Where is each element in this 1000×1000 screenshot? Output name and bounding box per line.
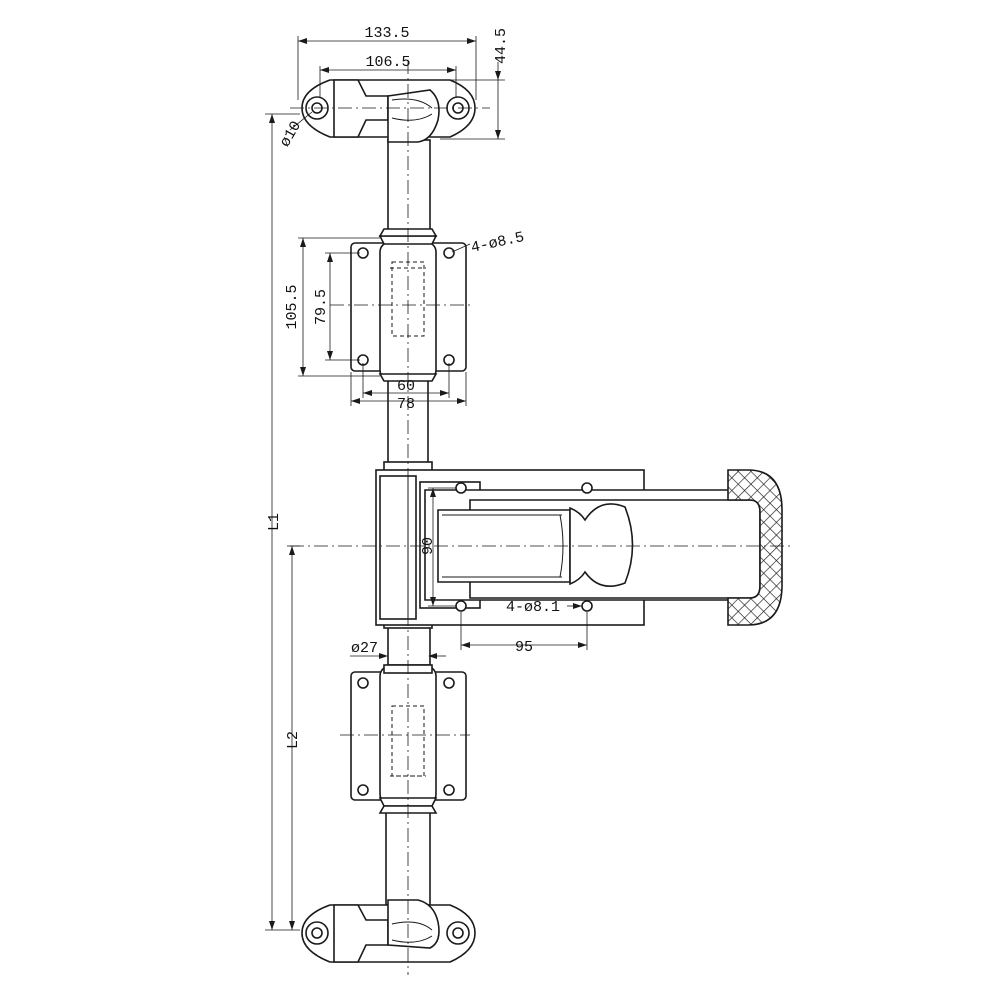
dim-bracket-height-inner: 79.5 xyxy=(313,289,330,325)
dim-top-inner-width: 106.5 xyxy=(365,54,410,71)
dim-overall-length: L1 xyxy=(266,513,283,531)
lower-bracket xyxy=(350,665,467,814)
bottom-pivot-base xyxy=(301,899,476,963)
dim-pivot-hole: ø10 xyxy=(277,118,305,150)
dim-rod-diameter: ø27 xyxy=(351,640,378,657)
top-pivot-base xyxy=(301,79,476,143)
dim-bracket-width-outer: 78 xyxy=(397,396,415,413)
handle-assembly xyxy=(375,469,783,626)
dimension-labels: 133.5 106.5 44.5 ø10 4-ø8.5 105.5 79.5 6… xyxy=(266,25,560,749)
center-lines xyxy=(290,60,790,975)
dim-bracket-width-inner: 60 xyxy=(397,378,415,395)
dimension-lines xyxy=(265,36,588,931)
dim-handle-holes: 4-ø8.1 xyxy=(506,599,560,616)
dim-handle-height: 90 xyxy=(420,537,437,555)
dim-handle-hole-spacing: 95 xyxy=(515,639,533,656)
dim-bracket-holes: 4-ø8.5 xyxy=(470,229,526,257)
handle-grip xyxy=(727,469,783,626)
dim-bracket-height-outer: 105.5 xyxy=(284,284,301,329)
dim-top-height: 44.5 xyxy=(493,28,510,64)
dim-lower-length: L2 xyxy=(285,731,302,749)
dim-top-outer-width: 133.5 xyxy=(364,25,409,42)
